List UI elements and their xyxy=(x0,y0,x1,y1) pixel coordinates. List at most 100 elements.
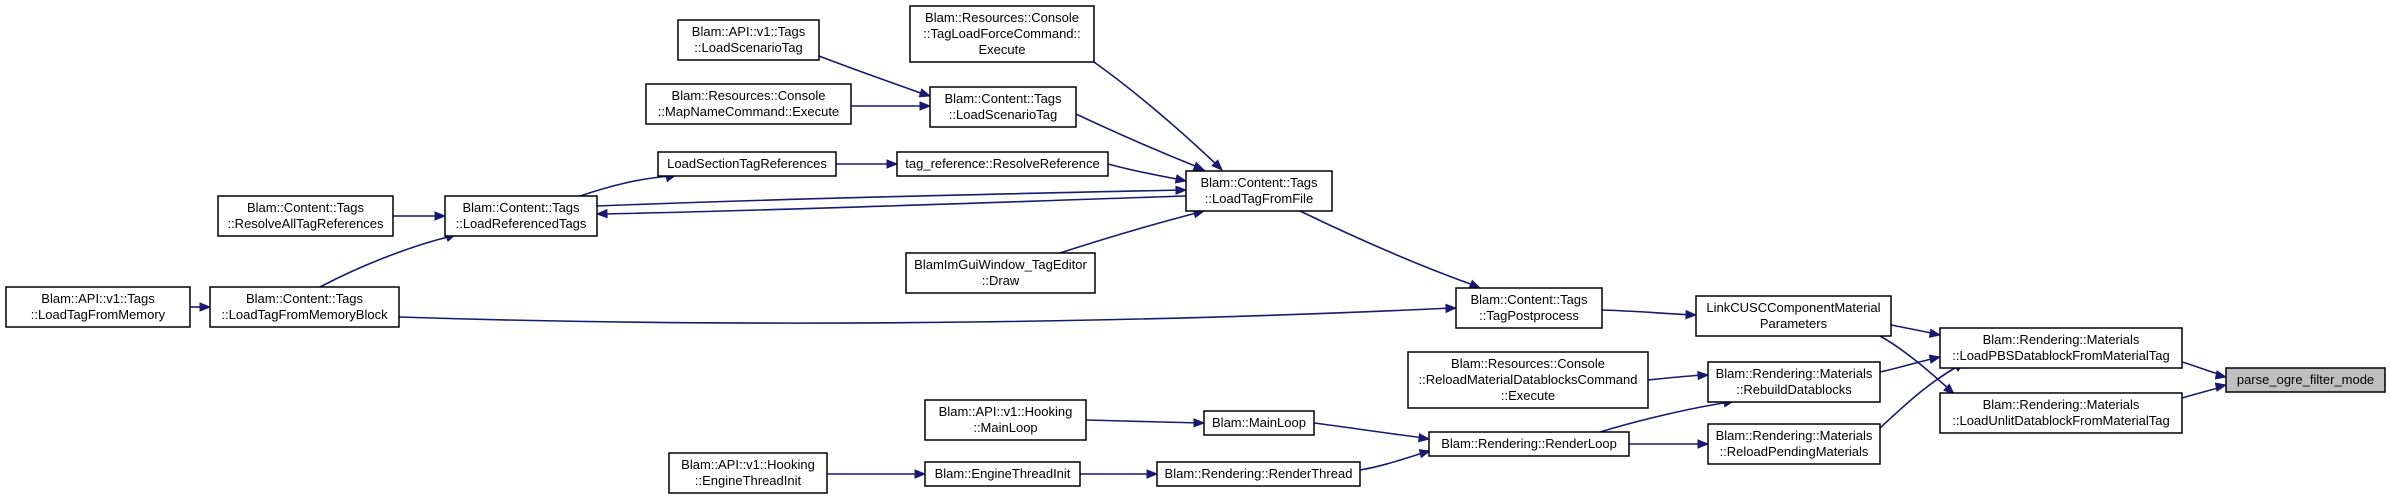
arrowhead-icon xyxy=(919,101,932,111)
edge-mapname-to-loadscentag xyxy=(851,101,932,111)
node-apiloadscen[interactable]: Blam::API::v1::Tags::LoadScenarioTag xyxy=(677,19,820,61)
node-tagforce[interactable]: Blam::Resources::Console::TagLoadForceCo… xyxy=(909,5,1095,63)
edge-resolveref-to-loadtagfromfile xyxy=(1107,163,1188,184)
node-parse: parse_ogre_filter_mode xyxy=(2225,367,2386,393)
edge-line xyxy=(1313,422,1426,439)
node-label: ::ReloadMaterialDatablocksCommand xyxy=(1419,372,1638,387)
node-box xyxy=(209,286,400,328)
arrowhead-icon xyxy=(1211,159,1223,171)
node-label: Parameters xyxy=(1760,316,1828,331)
arrowhead-icon xyxy=(1928,354,1942,364)
node-label: Blam::EngineThreadInit xyxy=(935,466,1071,481)
node-label: Blam::Rendering::Materials xyxy=(1983,397,2140,412)
edge-line xyxy=(1890,324,1937,335)
edge-loadtagfromfile-to-tagpost xyxy=(1299,210,1482,289)
edge-linkcusc-to-loadunlit xyxy=(1879,335,1956,395)
node-renderthread[interactable]: Blam::Rendering::RenderThread xyxy=(1156,461,1361,487)
edge-line xyxy=(579,175,673,197)
node-hookmainloop[interactable]: Blam::API::v1::Hooking::MainLoop xyxy=(924,399,1087,441)
edge-line xyxy=(1879,335,1951,391)
node-box xyxy=(1185,170,1333,212)
edge-line xyxy=(1647,374,1705,381)
arrowhead-icon xyxy=(1697,370,1710,381)
node-label: ::LoadTagFromMemory xyxy=(31,307,166,322)
edge-line xyxy=(2181,361,2223,376)
edge-loadsection-to-resolveref xyxy=(836,159,899,169)
edge-line xyxy=(1059,211,1201,254)
node-label: ::LoadReferencedTags xyxy=(456,216,587,231)
node-label: Blam::Content::Tags xyxy=(1200,175,1318,190)
node-label: ::Draw xyxy=(982,273,1020,288)
node-loadrefd[interactable]: Blam::Content::Tags::LoadReferencedTags xyxy=(444,195,598,237)
node-loadsection[interactable]: LoadSectionTagReferences xyxy=(657,151,837,177)
node-loadtagfrommemblock[interactable]: Blam::Content::Tags::LoadTagFromMemoryBl… xyxy=(209,286,400,328)
arrowhead-icon xyxy=(2214,370,2228,380)
node-apiloadmem[interactable]: Blam::API::v1::Tags::LoadTagFromMemory xyxy=(5,286,191,328)
edge-line xyxy=(1359,451,1427,471)
edge-line xyxy=(818,55,927,96)
node-rebuild[interactable]: Blam::Rendering::Materials::RebuildDatab… xyxy=(1707,361,1881,403)
node-label: ::TagPostprocess xyxy=(1479,308,1579,323)
arrowhead-icon xyxy=(1418,449,1432,459)
node-label: tag_reference::ResolveReference xyxy=(905,156,1099,171)
node-label: ::RebuildDatablocks xyxy=(1736,382,1852,397)
arrowhead-icon xyxy=(1175,185,1188,195)
graph-edges xyxy=(189,55,2228,479)
node-loadtagfromfile[interactable]: Blam::Content::Tags::LoadTagFromFile xyxy=(1185,170,1333,212)
node-box xyxy=(1939,392,2183,434)
node-label: ::MapNameCommand::Execute xyxy=(658,104,839,119)
node-imgui[interactable]: BlamImGuiWindow_TagEditor::Draw xyxy=(905,252,1096,294)
node-label: parse_ogre_filter_mode xyxy=(2237,372,2374,387)
node-reloadpending[interactable]: Blam::Rendering::Materials::ReloadPendin… xyxy=(1707,423,1881,465)
edge-hookmainloop-to-mainloop xyxy=(1085,418,1206,428)
edge-renderthread-to-renderloop xyxy=(1359,449,1432,471)
edge-line xyxy=(1085,419,1201,424)
edge-line xyxy=(1299,210,1477,287)
node-label: ::LoadUnlitDatablockFromMaterialTag xyxy=(1952,413,2169,428)
node-loadunlit[interactable]: Blam::Rendering::Materials::LoadUnlitDat… xyxy=(1939,392,2183,434)
node-label: Blam::API::v1::Tags xyxy=(41,291,155,306)
node-label: Blam::Content::Tags xyxy=(247,200,365,215)
edge-loadtagfrommemblock-to-tagpost xyxy=(398,303,1458,324)
edge-enginethreadinit-to-renderthread xyxy=(1080,469,1159,479)
node-box xyxy=(1695,295,1892,337)
edge-hookenginethread-to-enginethreadinit xyxy=(827,469,927,479)
node-mainloop[interactable]: Blam::MainLoop xyxy=(1203,410,1315,436)
node-box xyxy=(677,19,820,61)
edge-renderloop-to-reloadpending xyxy=(1629,439,1710,449)
node-enginethreadinit[interactable]: Blam::EngineThreadInit xyxy=(924,461,1081,487)
arrowhead-icon xyxy=(1174,174,1188,184)
node-label: ::MainLoop xyxy=(973,420,1037,435)
arrowhead-icon xyxy=(1943,383,1956,395)
node-label: Blam::Content::Tags xyxy=(462,200,580,215)
node-resolveall[interactable]: Blam::Content::Tags::ResolveAllTagRefere… xyxy=(217,195,394,237)
node-label: Blam::Rendering::RenderThread xyxy=(1165,466,1353,481)
node-loadscentag[interactable]: Blam::Content::Tags::LoadScenarioTag xyxy=(929,86,1077,128)
arrowhead-icon xyxy=(1697,439,1710,449)
node-tagpost[interactable]: Blam::Content::Tags::TagPostprocess xyxy=(1455,287,1603,329)
edge-line xyxy=(1879,364,1961,429)
node-hookenginethread[interactable]: Blam::API::v1::Hooking::EngineThreadInit xyxy=(668,452,828,494)
node-box xyxy=(924,399,1087,441)
node-label: ::LoadPBSDatablockFromMaterialTag xyxy=(1952,348,2170,363)
node-label: Blam::MainLoop xyxy=(1212,415,1306,430)
edge-rebuild-to-loadpbs xyxy=(1879,354,1942,373)
node-label: Blam::Rendering::Materials xyxy=(1716,428,1873,443)
node-label: BlamImGuiWindow_TagEditor xyxy=(914,257,1087,272)
edge-line xyxy=(1601,309,1693,316)
node-loadpbs[interactable]: Blam::Rendering::Materials::LoadPBSDatab… xyxy=(1939,327,2183,369)
edge-loadunlit-to-parse xyxy=(2181,382,2228,399)
node-label: Blam::API::v1::Hooking xyxy=(939,404,1073,419)
node-reloadcmd[interactable]: Blam::Resources::Console::ReloadMaterial… xyxy=(1407,351,1649,409)
edge-resolveall-to-loadrefd xyxy=(392,211,447,221)
node-resolveref[interactable]: tag_reference::ResolveReference xyxy=(896,151,1109,177)
node-box xyxy=(1428,431,1630,457)
node-box xyxy=(657,151,837,177)
node-label: ::LoadTagFromMemoryBlock xyxy=(221,307,388,322)
node-renderloop[interactable]: Blam::Rendering::RenderLoop xyxy=(1428,431,1630,457)
node-box xyxy=(444,195,598,237)
node-mapname[interactable]: Blam::Resources::Console::MapNameCommand… xyxy=(645,83,852,125)
node-box xyxy=(909,5,1095,63)
edge-line xyxy=(1093,61,1219,167)
